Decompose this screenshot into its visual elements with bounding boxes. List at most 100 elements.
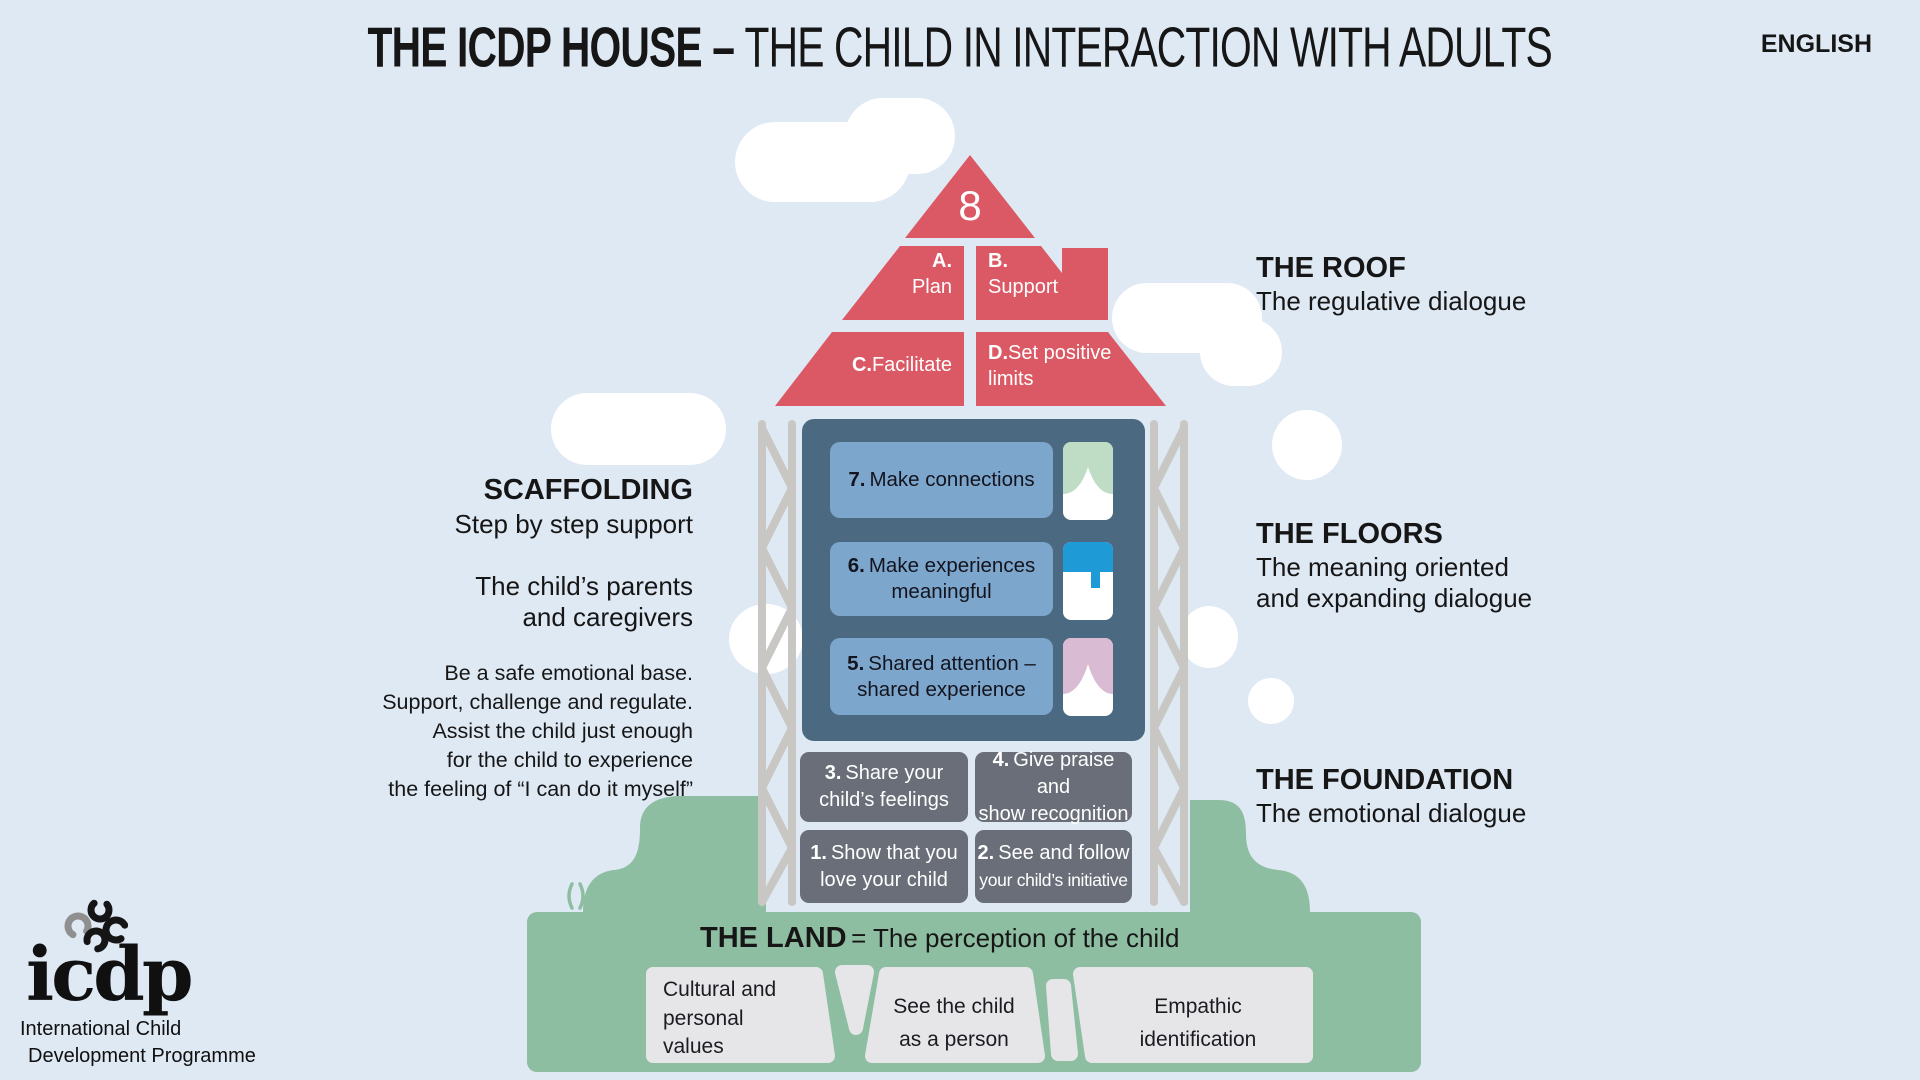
scaffolding-note-line: Be a safe emotional base. [444,661,693,685]
language-label: ENGLISH [1760,30,1872,58]
floor-number: 5. [847,651,865,675]
cloud [1248,678,1294,724]
grass-tuft-icon [567,882,585,910]
foundation-label: love your child [820,868,948,891]
floors-sub-line1: The meaning oriented [1256,552,1509,582]
roof-cell-d-label-line1: Set positive [1008,342,1112,364]
foundation-number: 3. [824,762,842,784]
roof-cell-d-letter: D. [988,342,1008,364]
floors-heading: THE FLOORS [1256,518,1443,550]
foundation-1-box: 1.Show that you love your child [800,830,968,903]
foundation-label: Give praise and [1013,748,1115,798]
foundation-label: Share your [845,762,944,784]
roof-cell-b-label: Support [988,276,1059,298]
roof-cell-c-shape [775,332,964,406]
land-box-line: Cultural and [663,978,777,1001]
page-title: THE ICDP HOUSE – THE CHILD IN INTERACTIO… [0,16,1920,80]
land-mound-left [583,796,766,912]
roof-number: 8 [958,182,982,229]
floors-label: THE FLOORS The meaning oriented and expa… [1256,516,1532,614]
land-sub: = The perception of the child [851,923,1180,953]
land-box-shape [865,967,1045,1063]
foundation-label: show recognition [978,802,1129,825]
foundation-3-box: 3.Share your child’s feelings [800,752,968,822]
foundation-2-box: 2.See and follow your child’s initiative [975,830,1132,903]
land-wedge-icon [1046,979,1078,1061]
floor-label: shared experience [857,677,1026,701]
roof-cell-c-label: Facilitate [871,354,952,376]
scaffolding-sub: Step by step support [454,509,693,539]
roof-cell-b-shape [976,246,1108,320]
land-mound-right [1190,800,1310,912]
foundation-label: See and follow [998,841,1130,864]
roof-cell-d-shape [976,332,1166,406]
foundation-label: child’s feelings [819,789,949,811]
cloud [845,98,955,174]
roof-cell-c: C.Facilitate [756,352,952,378]
foundation-4-box: 4.Give praise and show recognition [975,748,1132,825]
scaffolding-note-line: the feeling of “I can do it myself” [388,777,693,801]
icdp-org-line2: Development Programme [28,1045,256,1067]
floor-6-box: 6.Make experiences meaningful [830,542,1053,616]
land-box-line: as a person [899,1028,1009,1051]
floor-label: Make experiences [868,554,1036,577]
land-title: THE LAND = The perception of the child [700,922,1179,955]
land-heading: THE LAND [700,922,847,954]
window-pink-curtain-icon [1063,638,1113,716]
cloud [1180,606,1238,668]
floor-number: 7. [848,468,866,491]
floor-number: 6. [847,554,865,577]
icdp-logo-wordmark: icdp [26,932,194,1018]
roof-heading: THE ROOF [1256,252,1406,284]
roof-cell-b: B. Support [988,248,1058,300]
land-box-line: identification [1139,1028,1257,1051]
land-box-see-child: See the child as a person [869,990,1039,1056]
scaffolding-note-line: for the child to experience [446,748,693,772]
land-box-cultural: Cultural and personal values [663,976,823,1062]
foundation-label: Show that you [830,841,958,864]
house-floors-panel: 7.Make connections 6.Make experiences me… [802,419,1145,741]
icdp-org-name: International Child Development Programm… [20,1016,256,1070]
icdp-logo-flower-icon [64,898,128,953]
floor-7-box: 7.Make connections [830,442,1053,518]
caregivers-line2: and caregivers [522,602,693,632]
roof-cell-c-letter: C. [851,354,872,376]
roof-cell-a: A. Plan [840,248,952,300]
title-subtitle: THE CHILD IN INTERACTION WITH ADULTS [744,17,1553,80]
foundation-number: 4. [992,748,1010,771]
window-blue-blind-icon [1063,542,1113,620]
land-box-line: See the child [893,995,1015,1018]
blind-top [1063,542,1113,572]
land-box-shape [1073,967,1313,1063]
land-box-line: values [663,1035,724,1058]
roof-cell-a-label: Plan [911,276,952,298]
foundation-label: your child’s initiative [979,869,1128,890]
land-box-line: Empathic [1154,995,1242,1018]
foundation-number: 2. [977,841,995,864]
cloud [551,393,726,465]
roof-cell-a-letter: A. [932,250,952,272]
floor-label: Make connections [869,468,1035,491]
floor-5-box: 5.Shared attention – shared experience [830,638,1053,715]
scaffolding-note-line: Assist the child just enough [432,719,693,743]
land-box-empathic: Empathic identification [1085,990,1311,1056]
roof-cell-b-letter: B. [988,250,1008,272]
caregivers-line1: The child’s parents [475,571,693,601]
scaffolding-heading: SCAFFOLDING [483,474,693,506]
roof-cell-a-shape [842,246,964,320]
foundation-number: 1. [810,841,827,864]
cloud [1272,410,1342,480]
floor-label: meaningful [891,580,992,603]
foundation-label: THE FOUNDATION The emotional dialogue [1256,762,1526,829]
foundation-heading: THE FOUNDATION [1256,764,1514,796]
floor-label: Shared attention – [868,651,1036,675]
roof-sub: The regulative dialogue [1256,286,1527,316]
blind-pull-tab [1091,572,1100,588]
roof-shape [775,155,1166,406]
roof-cell-d-label-line2: limits [988,368,1034,390]
roof-label: THE ROOF The regulative dialogue [1256,250,1526,317]
grass-tuft-icon [1263,882,1281,910]
roof-cell-d: D.Set positive limits [988,340,1111,392]
roof-top-triangle [905,155,1035,238]
